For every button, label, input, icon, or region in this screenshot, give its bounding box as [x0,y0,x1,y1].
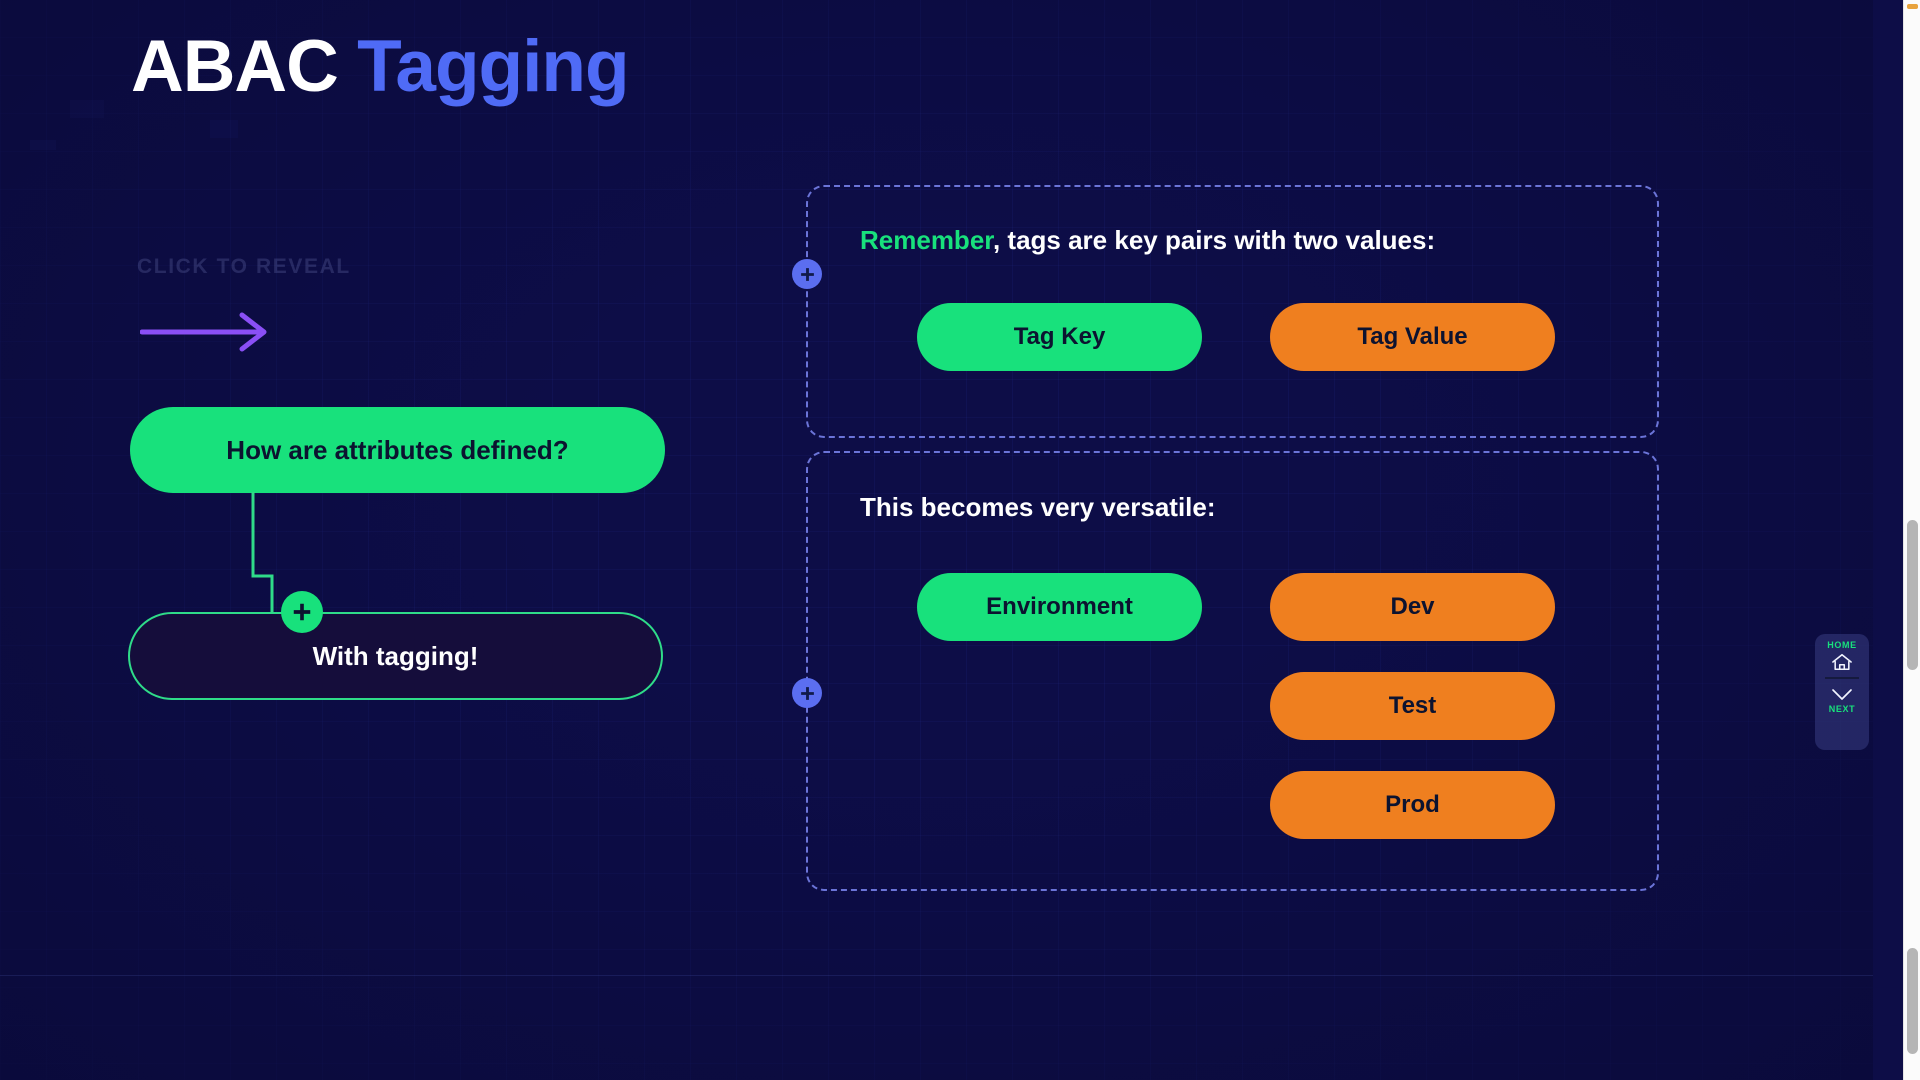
plus-icon[interactable] [792,678,822,708]
info-card-versatile: This becomes very versatile: Environment… [792,451,1659,891]
card-heading: Remember, tags are key pairs with two va… [860,225,1435,256]
tag-value-button[interactable]: Tag Value [1270,303,1555,371]
scrollbar-thumb-secondary[interactable] [1907,948,1918,1054]
scrollbar-thumb[interactable] [1907,520,1918,670]
next-label: NEXT [1828,704,1856,714]
arrow-right-icon [140,312,267,352]
home-label: HOME [1827,640,1857,650]
scrollbar-marker [1907,4,1918,9]
card-heading-highlight: Remember [860,225,993,255]
environment-button[interactable]: Environment [917,573,1202,641]
tag-key-button[interactable]: Tag Key [917,303,1202,371]
nav-divider [1825,677,1859,679]
house-icon[interactable] [1829,652,1855,672]
dev-button[interactable]: Dev [1270,573,1555,641]
question-pill[interactable]: How are attributes defined? [130,407,665,493]
card-heading: This becomes very versatile: [860,492,1216,523]
chevron-down-icon[interactable] [1829,684,1855,704]
answer-pill-label: With tagging! [312,640,479,671]
page-title-part-1: ABAC [131,26,339,107]
info-card-tags: Remember, tags are key pairs with two va… [792,185,1659,438]
page-title-part-2: Tagging [357,26,629,107]
plus-icon[interactable] [281,591,323,633]
slide-navigation-widget: HOME NEXT [1815,634,1869,750]
slide-stage: ABAC Tagging CLICK TO REVEAL How are att… [0,0,1873,1080]
page-scrollbar[interactable] [1903,0,1920,1080]
click-to-reveal-hint: CLICK TO REVEAL [137,255,351,278]
answer-pill[interactable]: With tagging! [128,612,663,700]
page-title: ABAC Tagging [131,26,630,107]
elbow-connector-line [251,492,274,614]
prod-button[interactable]: Prod [1270,771,1555,839]
bottom-divider [0,975,1873,976]
card-heading-rest: This becomes very versatile: [860,492,1216,522]
test-button[interactable]: Test [1270,672,1555,740]
card-heading-rest: , tags are key pairs with two values: [992,225,1436,255]
plus-icon[interactable] [792,259,822,289]
